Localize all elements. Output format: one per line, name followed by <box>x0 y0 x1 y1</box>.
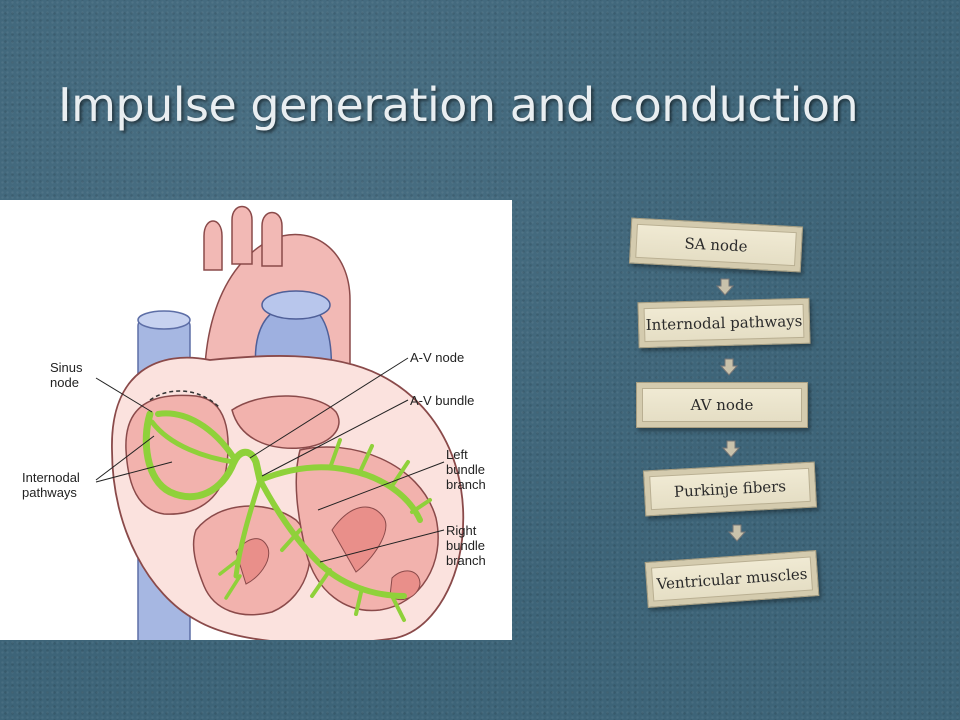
heart-conduction-figure: Sinus node A-V node A-V bundle Internoda… <box>0 200 512 640</box>
flow-step-label: Internodal pathways <box>645 311 803 335</box>
flow-step-ventricular-muscles: Ventricular muscles <box>644 550 820 608</box>
label-av-bundle: A-V bundle <box>410 393 475 408</box>
label-av-node: A-V node <box>410 350 465 365</box>
down-arrow-icon <box>720 358 738 376</box>
label-internodal-pathways: Internodal pathways <box>22 470 80 500</box>
down-arrow-icon <box>728 524 746 542</box>
slide-title: Impulse generation and conduction <box>58 78 859 132</box>
label-right-bundle-branch: Right bundle branch <box>446 523 486 568</box>
label-left-bundle-branch: Left bundle branch <box>446 447 486 492</box>
flow-step-sa-node: SA node <box>628 217 804 273</box>
flow-step-label: SA node <box>684 234 748 256</box>
label-leader-lines <box>95 357 445 563</box>
heart-illustration <box>95 205 465 640</box>
down-arrow-icon <box>722 440 740 458</box>
conduction-pathway <box>142 410 432 622</box>
label-sinus-node: Sinus node <box>50 360 83 390</box>
flow-step-av-node: AV node <box>636 382 808 428</box>
flow-step-purkinje-fibers: Purkinje fibers <box>642 461 818 517</box>
flow-step-label: AV node <box>690 396 754 414</box>
down-arrow-icon <box>716 278 734 296</box>
flow-step-label: Ventricular muscles <box>656 564 808 594</box>
flow-step-internodal-pathways: Internodal pathways <box>637 297 811 349</box>
flow-step-label: Purkinje fibers <box>673 477 787 501</box>
